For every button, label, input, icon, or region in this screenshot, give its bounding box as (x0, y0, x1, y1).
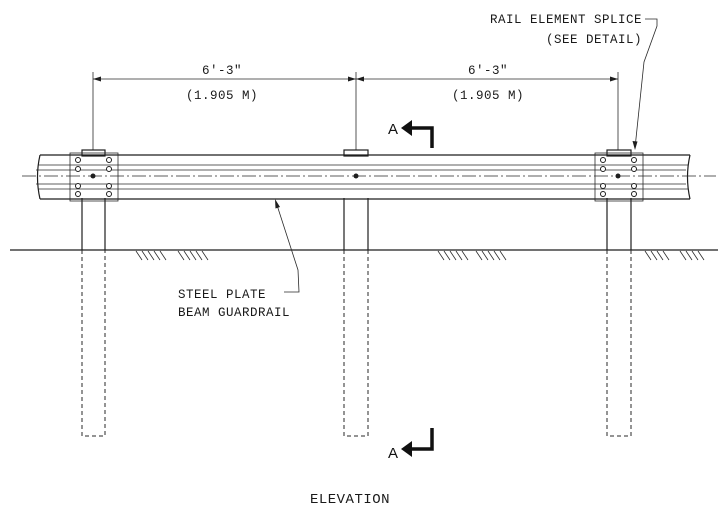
dimension-left-imperial: 6'-3" (202, 64, 242, 78)
post-middle (343, 198, 369, 437)
splice-plate-right (594, 152, 644, 202)
section-a-bottom-label: A (388, 445, 398, 462)
w-beam-rail (36, 154, 691, 200)
guardrail-callout-line1: STEEL PLATE (178, 288, 266, 302)
section-a-bottom-arrow (401, 428, 434, 457)
splice-bolts-left (75, 157, 112, 197)
splice-callout-line2: (SEE DETAIL) (546, 33, 642, 47)
view-title: ELEVATION (310, 492, 390, 508)
dimension-right-metric: (1.905 M) (452, 89, 524, 103)
section-a-top-label: A (388, 121, 398, 138)
splice-bolts-right (600, 157, 637, 197)
ground-hatching (135, 250, 705, 261)
post-bolt-middle (353, 173, 359, 179)
splice-leader-line (634, 18, 658, 149)
splice-leader-arrow (632, 141, 638, 150)
guardrail-leader-line (275, 201, 300, 293)
splice-callout-line1: RAIL ELEMENT SPLICE (490, 13, 642, 27)
dimension-left-metric: (1.905 M) (186, 89, 258, 103)
section-a-top-arrow (401, 120, 434, 148)
dimension-lines (92, 72, 619, 150)
splice-plate-left (69, 152, 119, 202)
post-right (606, 198, 632, 437)
dimension-right-imperial: 6'-3" (468, 64, 508, 78)
guardrail-callout-line2: BEAM GUARDRAIL (178, 306, 290, 320)
post-left (81, 198, 106, 437)
guardrail-leader-arrow (275, 199, 280, 209)
blockout-top-middle (343, 149, 369, 157)
